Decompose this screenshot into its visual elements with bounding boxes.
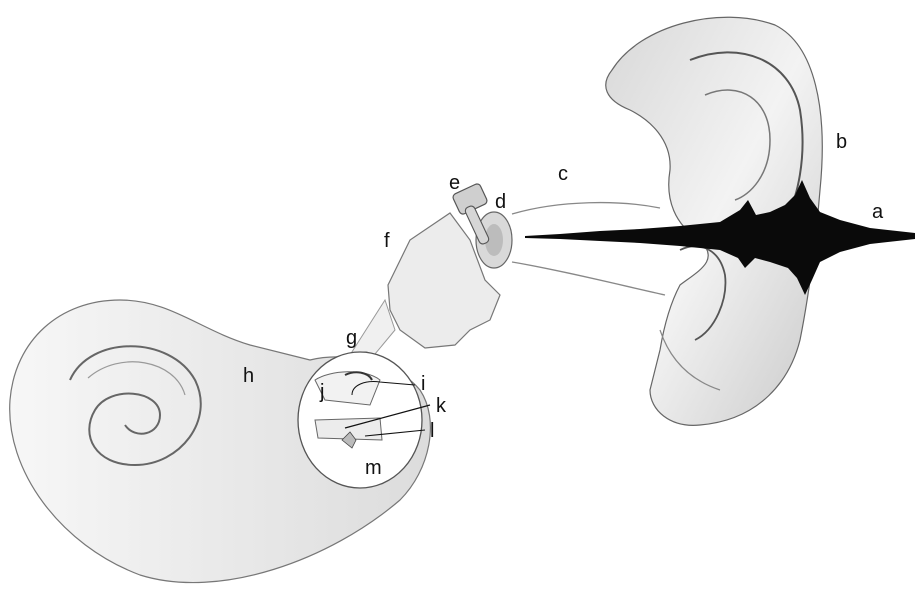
label-f: f: [384, 230, 390, 252]
label-e: e: [449, 172, 460, 194]
label-h: h: [243, 365, 254, 387]
label-b: b: [836, 131, 847, 153]
label-m: m: [365, 457, 382, 479]
label-i: i: [421, 373, 425, 395]
label-d: d: [495, 191, 506, 213]
label-c: c: [558, 163, 568, 185]
label-l: l: [430, 420, 434, 442]
label-g: g: [346, 327, 357, 349]
label-j: j: [319, 381, 324, 403]
label-k: k: [436, 395, 447, 417]
label-a: a: [872, 201, 884, 223]
ear-canal: [512, 203, 665, 295]
